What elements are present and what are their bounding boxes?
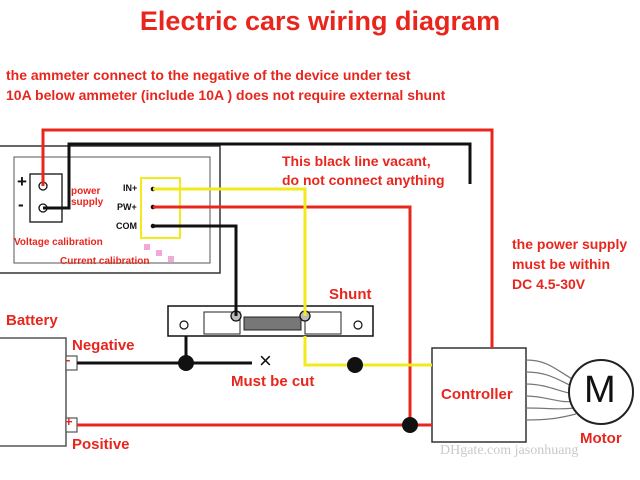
battery-minus-sign: -	[66, 352, 71, 367]
current-calibration-pad-1	[156, 250, 162, 256]
battery-body	[0, 337, 67, 447]
note-top-line-1: the ammeter connect to the negative of t…	[6, 67, 411, 83]
junction-yellow	[347, 357, 363, 373]
junction-negative	[178, 355, 194, 371]
battery-plus-sign: +	[65, 414, 73, 429]
red-wire-power-plus	[41, 128, 494, 348]
power-supply-label-2: supply	[71, 197, 104, 208]
motor-cable-1	[525, 359, 575, 381]
meter-inner-frame	[13, 156, 211, 264]
voltage-calibration-label: Voltage calibration	[14, 237, 103, 248]
motor-cable-3	[525, 383, 575, 395]
power-terminal-block	[29, 173, 63, 223]
note-power-line-1: the power supply	[512, 236, 628, 252]
controller-label: Controller	[441, 386, 513, 403]
motor-cable-6	[525, 413, 577, 421]
must-be-cut-label: Must be cut	[231, 373, 315, 390]
motor-cable-4	[525, 395, 575, 403]
yellow-wire-to-controller	[303, 336, 432, 367]
motor-circle	[568, 359, 634, 425]
black-wire-com	[153, 224, 238, 316]
shunt-resistor	[243, 316, 302, 331]
controller-box	[431, 347, 527, 443]
note-vacant-line-1: This black line vacant,	[282, 153, 431, 169]
red-wire-pw-plus	[153, 205, 412, 424]
motor-label: Motor	[580, 430, 622, 447]
note-vacant-line-2: do not connect anything	[282, 172, 445, 188]
positive-label: Positive	[72, 436, 130, 453]
pin-label-com: COM	[116, 221, 137, 231]
current-calibration-label: Current calibration	[60, 256, 150, 267]
voltage-calibration-pad	[144, 244, 150, 250]
motor-cable-5	[525, 407, 575, 410]
meter-minus-sign: -	[18, 195, 24, 214]
black-wire-power-minus	[43, 142, 472, 210]
negative-label: Negative	[72, 337, 135, 354]
shunt-right-terminal-block	[304, 311, 342, 335]
shunt-mount-hole-left	[179, 320, 189, 330]
note-power-line-3: DC 4.5-30V	[512, 276, 586, 292]
junction-positive	[402, 417, 418, 433]
power-supply-label-1: power	[71, 186, 101, 197]
note-power-line-2: must be within	[512, 256, 610, 272]
watermark: DHgate.com jasonhuang	[440, 443, 579, 458]
note-top-line-2: 10A below ammeter (include 10A ) does no…	[6, 87, 446, 103]
battery-label: Battery	[6, 312, 58, 329]
pin-label-in-plus: IN+	[123, 183, 138, 193]
meter-plus-sign: +	[17, 172, 27, 191]
pin-label-pw-plus: PW+	[117, 202, 137, 212]
motor-symbol: M	[584, 369, 616, 411]
shunt-label: Shunt	[329, 286, 372, 303]
cut-mark: ×	[259, 348, 272, 373]
current-calibration-pad-2	[168, 256, 174, 262]
yellow-wire-in-plus	[153, 187, 307, 316]
diagram-title: Electric cars wiring diagram	[139, 6, 501, 36]
shunt-mount-hole-right	[353, 320, 363, 330]
